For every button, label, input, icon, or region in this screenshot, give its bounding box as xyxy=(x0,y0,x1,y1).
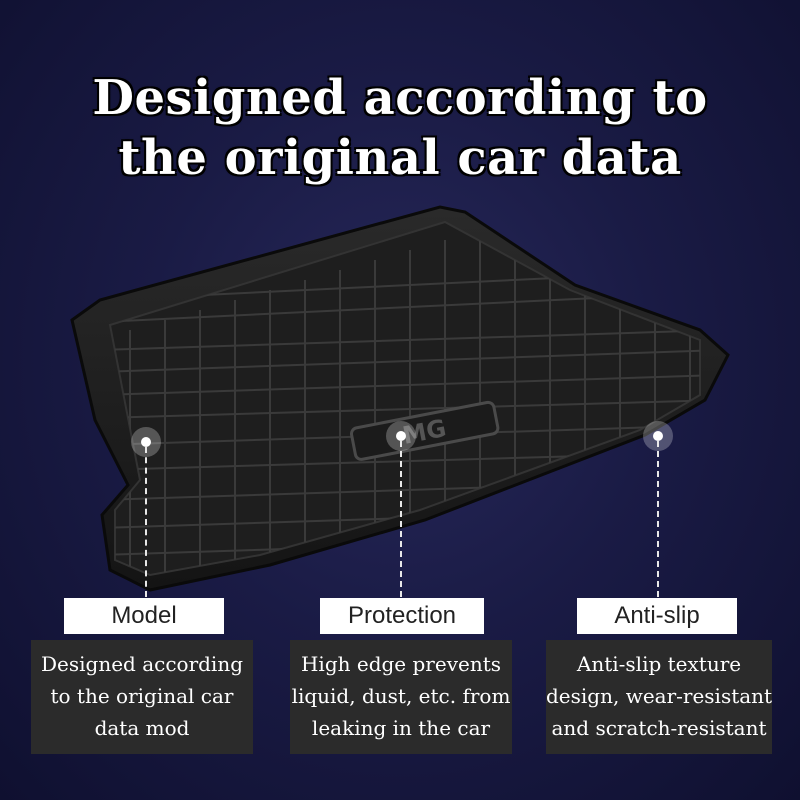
feature-desc-protection: High edge prevents liquid, dust, etc. fr… xyxy=(290,640,512,754)
feature-desc-anti-slip: Anti-slip texture design, wear-resistant… xyxy=(546,640,772,754)
callout-line-anti-slip xyxy=(657,441,659,597)
headline: Designed according to the original car d… xyxy=(0,68,800,188)
feature-desc-model-line-2: to the original car xyxy=(50,684,234,708)
feature-desc-protection-line-2: liquid, dust, etc. from xyxy=(291,684,511,708)
feature-desc-model-line-3: data mod xyxy=(94,716,190,740)
feature-desc-model: Designed according to the original car d… xyxy=(31,640,253,754)
feature-desc-protection-line-1: High edge prevents xyxy=(300,652,502,676)
feature-desc-anti-slip-line-3: and scratch-resistant xyxy=(551,716,767,740)
callout-line-protection xyxy=(400,441,402,597)
feature-desc-model-line-1: Designed according xyxy=(40,652,244,676)
brand-logo: MG xyxy=(349,400,500,461)
headline-line-1: Designed according to xyxy=(92,70,708,126)
headline-line-2: the original car data xyxy=(118,130,682,186)
feature-label-model: Model xyxy=(64,598,224,634)
feature-label-anti-slip: Anti-slip xyxy=(577,598,737,634)
feature-desc-anti-slip-line-2: design, wear-resistant xyxy=(546,684,773,708)
feature-desc-protection-line-3: leaking in the car xyxy=(311,716,491,740)
feature-desc-anti-slip-line-1: Anti-slip texture xyxy=(576,652,742,676)
feature-label-protection: Protection xyxy=(320,598,484,634)
callout-line-model xyxy=(145,447,147,597)
